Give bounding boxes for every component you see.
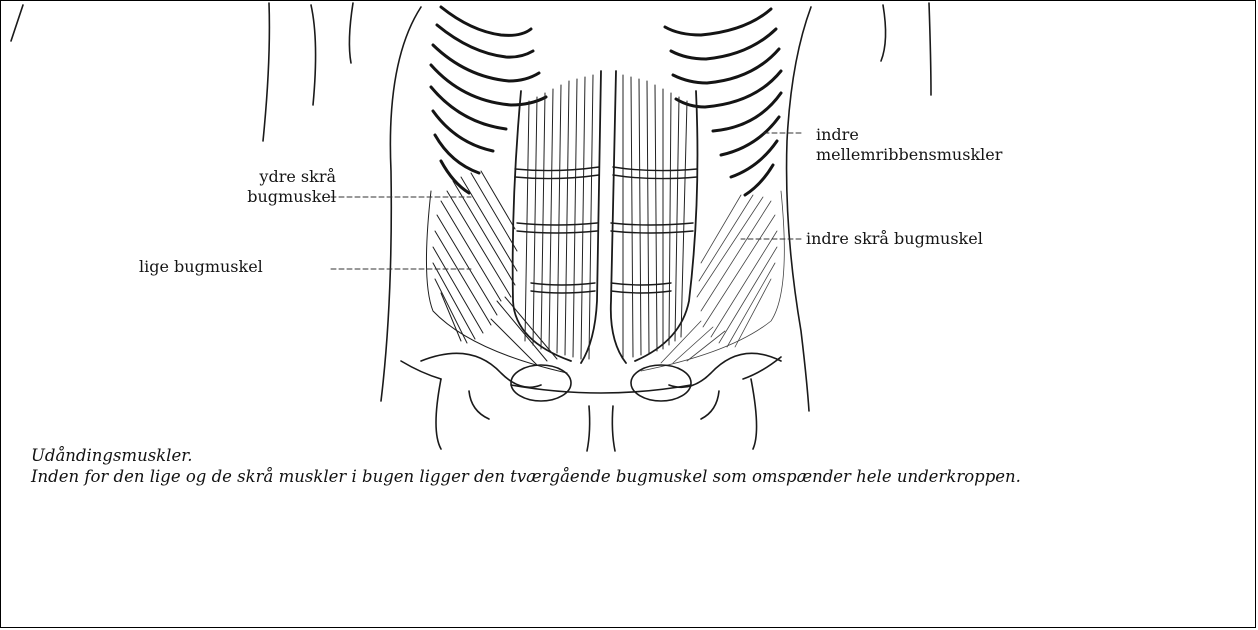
rectus-fibers: [525, 75, 687, 359]
caption-title: Udåndingsmuskler.: [31, 445, 1231, 466]
external-oblique-left: [426, 171, 567, 373]
caption-body: Inden for den lige og de skrå muskler i …: [31, 466, 1231, 487]
rectus-abdominis-left: [513, 71, 601, 363]
label-ydre-skra-line2: bugmuskel: [196, 187, 336, 207]
torso-outline: [11, 3, 931, 411]
figure-caption: Udåndingsmuskler. Inden for den lige og …: [31, 445, 1231, 487]
label-indre-mellem-line1: indre: [816, 125, 1002, 145]
label-indre-mellem-line2: mellemribbensmuskler: [816, 145, 1002, 165]
label-indre-mellemribbensmuskler: indre mellemribbensmuskler: [816, 125, 1002, 165]
rib-cage-right: [665, 9, 781, 195]
label-indre-skra-bugmuskel: indre skrå bugmuskel: [806, 229, 983, 249]
label-ydre-skra-bugmuskel: ydre skrå bugmuskel: [196, 167, 336, 207]
rib-cage-left: [431, 7, 546, 193]
label-ydre-skra-line1: ydre skrå: [196, 167, 336, 187]
label-lige-bugmuskel: lige bugmuskel: [139, 257, 263, 277]
pelvis: [421, 353, 781, 451]
